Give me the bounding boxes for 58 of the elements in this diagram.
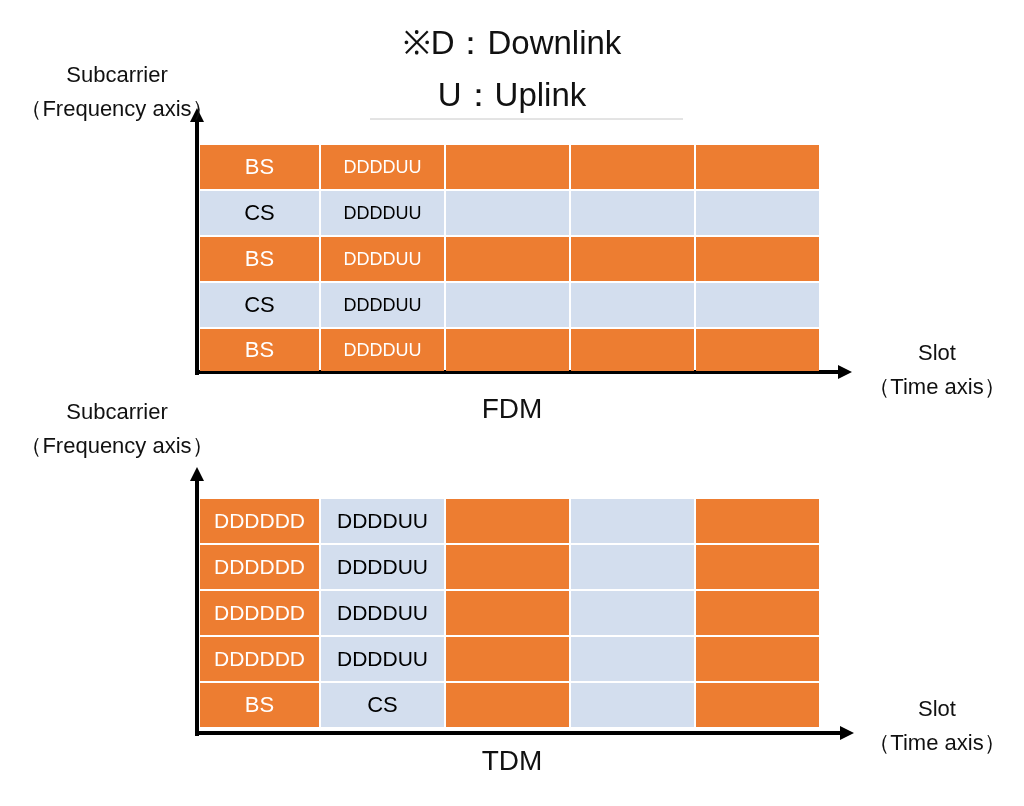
chart-caption: FDM bbox=[481, 392, 543, 426]
resource-block bbox=[696, 237, 819, 281]
resource-block bbox=[696, 191, 819, 235]
resource-block bbox=[696, 145, 819, 189]
note-text: U：Uplink bbox=[437, 76, 587, 114]
resource-block bbox=[571, 237, 694, 281]
resource-block bbox=[696, 637, 819, 681]
resource-block bbox=[571, 191, 694, 235]
resource-block bbox=[571, 499, 694, 543]
resource-block: DDDDDD bbox=[200, 545, 319, 589]
resource-block bbox=[446, 499, 569, 543]
axis-label: Slot （Time axis） bbox=[868, 339, 1006, 402]
resource-block: DDDDDD bbox=[200, 591, 319, 635]
resource-block bbox=[571, 545, 694, 589]
resource-block bbox=[571, 145, 694, 189]
resource-block: BS bbox=[200, 145, 319, 189]
resource-block: CS bbox=[200, 283, 319, 327]
resource-block: BS bbox=[200, 237, 319, 281]
resource-block: DDDDUU bbox=[321, 237, 444, 281]
resource-block bbox=[446, 145, 569, 189]
resource-block bbox=[446, 191, 569, 235]
axis-label: Slot （Time axis） bbox=[868, 695, 1006, 758]
resource-block bbox=[571, 683, 694, 727]
resource-block: DDDDUU bbox=[321, 329, 444, 371]
resource-block bbox=[571, 283, 694, 327]
resource-block bbox=[446, 237, 569, 281]
resource-block: DDDDUU bbox=[321, 637, 444, 681]
resource-block bbox=[696, 591, 819, 635]
resource-block: DDDDDD bbox=[200, 637, 319, 681]
note-text: ※D：Downlink bbox=[402, 24, 622, 62]
resource-block bbox=[696, 283, 819, 327]
resource-block bbox=[571, 637, 694, 681]
resource-block bbox=[696, 545, 819, 589]
resource-block bbox=[571, 329, 694, 371]
resource-block bbox=[446, 329, 569, 371]
resource-block bbox=[446, 283, 569, 327]
resource-block: BS bbox=[200, 329, 319, 371]
resource-block: DDDDUU bbox=[321, 591, 444, 635]
resource-block bbox=[696, 329, 819, 371]
resource-block bbox=[446, 683, 569, 727]
resource-block: CS bbox=[200, 191, 319, 235]
axis-label: Subcarrier （Frequency axis） bbox=[20, 61, 214, 124]
resource-block: DDDDDD bbox=[200, 499, 319, 543]
resource-block bbox=[571, 591, 694, 635]
resource-block bbox=[446, 591, 569, 635]
resource-block: DDDDUU bbox=[321, 145, 444, 189]
resource-block bbox=[696, 683, 819, 727]
chart-caption: TDM bbox=[481, 744, 543, 778]
resource-block: CS bbox=[321, 683, 444, 727]
resource-block bbox=[446, 545, 569, 589]
resource-block: DDDDUU bbox=[321, 283, 444, 327]
resource-block: DDDDUU bbox=[321, 191, 444, 235]
resource-block bbox=[446, 637, 569, 681]
resource-block: BS bbox=[200, 683, 319, 727]
axis-label: Subcarrier （Frequency axis） bbox=[20, 398, 214, 461]
resource-block bbox=[696, 499, 819, 543]
resource-block: DDDDUU bbox=[321, 499, 444, 543]
resource-block: DDDDUU bbox=[321, 545, 444, 589]
